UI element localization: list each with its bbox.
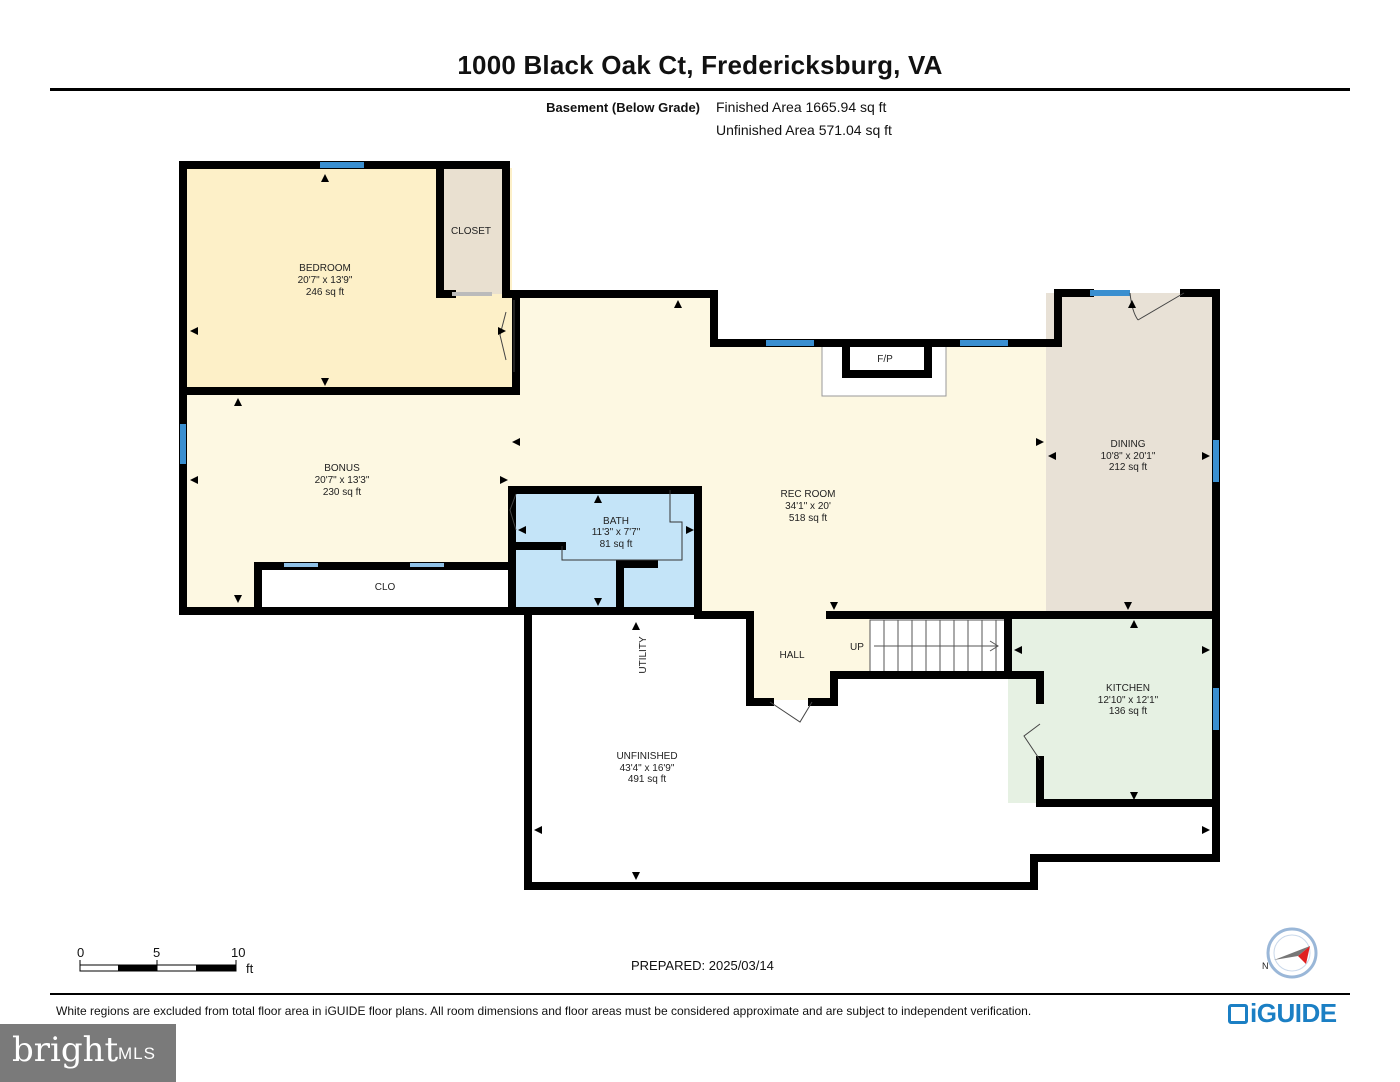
bedroom-area: 246 sq ft [306, 287, 345, 298]
rec-room-dims: 34'1" x 20' [785, 501, 831, 512]
level-name: Basement (Below Grade) [546, 100, 700, 115]
rec-room-name: REC ROOM [781, 489, 836, 500]
scale-tick-10: 10 [231, 945, 246, 960]
disclaimer-text: White regions are excluded from total fl… [56, 1004, 1032, 1018]
stairs-up-label: UP [850, 642, 864, 653]
bedroom-dims: 20'7" x 13'9" [298, 275, 353, 286]
finished-area: Finished Area 1665.94 sq ft [716, 99, 887, 115]
bedroom-name: BEDROOM [299, 263, 351, 274]
page-title: 1000 Black Oak Ct, Fredericksburg, VA [457, 50, 943, 80]
dimension-arrows [190, 174, 1210, 880]
unfinished-area: Unfinished Area 571.04 sq ft [716, 122, 892, 138]
hall-name: HALL [779, 650, 804, 661]
closet-name: CLOSET [451, 226, 491, 237]
scale-tick-0: 0 [77, 945, 85, 960]
utility-name: UTILITY [638, 636, 649, 674]
footer-divider [50, 993, 1350, 995]
bath-dims: 11'3" x 7'7" [592, 527, 641, 538]
staircase [869, 619, 1007, 673]
dining-area: 212 sq ft [1109, 462, 1148, 473]
windows [180, 162, 1219, 730]
scale-bar [79, 960, 237, 972]
compass-north: N [1262, 961, 1269, 971]
walls [179, 161, 1220, 890]
scale-tick-5: 5 [153, 945, 161, 960]
doors [452, 292, 1185, 761]
iguide-logo: iGUIDE [1228, 998, 1337, 1029]
watermark-suffix: MLS [118, 1044, 156, 1063]
room-labels: BEDROOM 20'7" x 13'9" 246 sq ft CLOSET B… [298, 226, 1159, 785]
bonus-name: BONUS [324, 463, 360, 474]
compass-icon: N [1262, 927, 1318, 979]
clo-fill [258, 566, 512, 607]
unfinished-dims: 43'4" x 16'9" [620, 763, 675, 774]
dining-fill [1046, 293, 1216, 615]
iguide-logo-icon [1228, 1004, 1248, 1024]
bath-name: BATH [603, 516, 629, 527]
bonus-area: 230 sq ft [323, 487, 362, 498]
title-divider [50, 88, 1350, 91]
bath-area: 81 sq ft [600, 539, 633, 550]
prepared-date: PREPARED: 2025/03/14 [631, 958, 774, 973]
hall-fill [750, 615, 870, 700]
rec-room-area: 518 sq ft [789, 513, 828, 524]
iguide-logo-text: iGUIDE [1250, 998, 1337, 1028]
dining-dims: 10'8" x 20'1" [1101, 451, 1156, 462]
watermark-brand: bright [12, 1030, 119, 1070]
unfinished-area: 491 sq ft [628, 774, 667, 785]
scale-unit: ft [246, 961, 254, 976]
bright-mls-watermark: bright MLS [0, 1024, 176, 1082]
kitchen-name: KITCHEN [1106, 683, 1150, 694]
clo-name: CLO [375, 582, 396, 593]
kitchen-area: 136 sq ft [1109, 706, 1148, 717]
kitchen-dims: 12'10" x 12'1" [1098, 695, 1159, 706]
bonus-dims: 20'7" x 13'3" [315, 475, 370, 486]
dining-name: DINING [1111, 439, 1146, 450]
unfinished-name: UNFINISHED [616, 751, 677, 762]
fireplace-name: F/P [877, 354, 893, 365]
bath-fixtures [561, 490, 683, 561]
closet-fill [440, 168, 504, 294]
